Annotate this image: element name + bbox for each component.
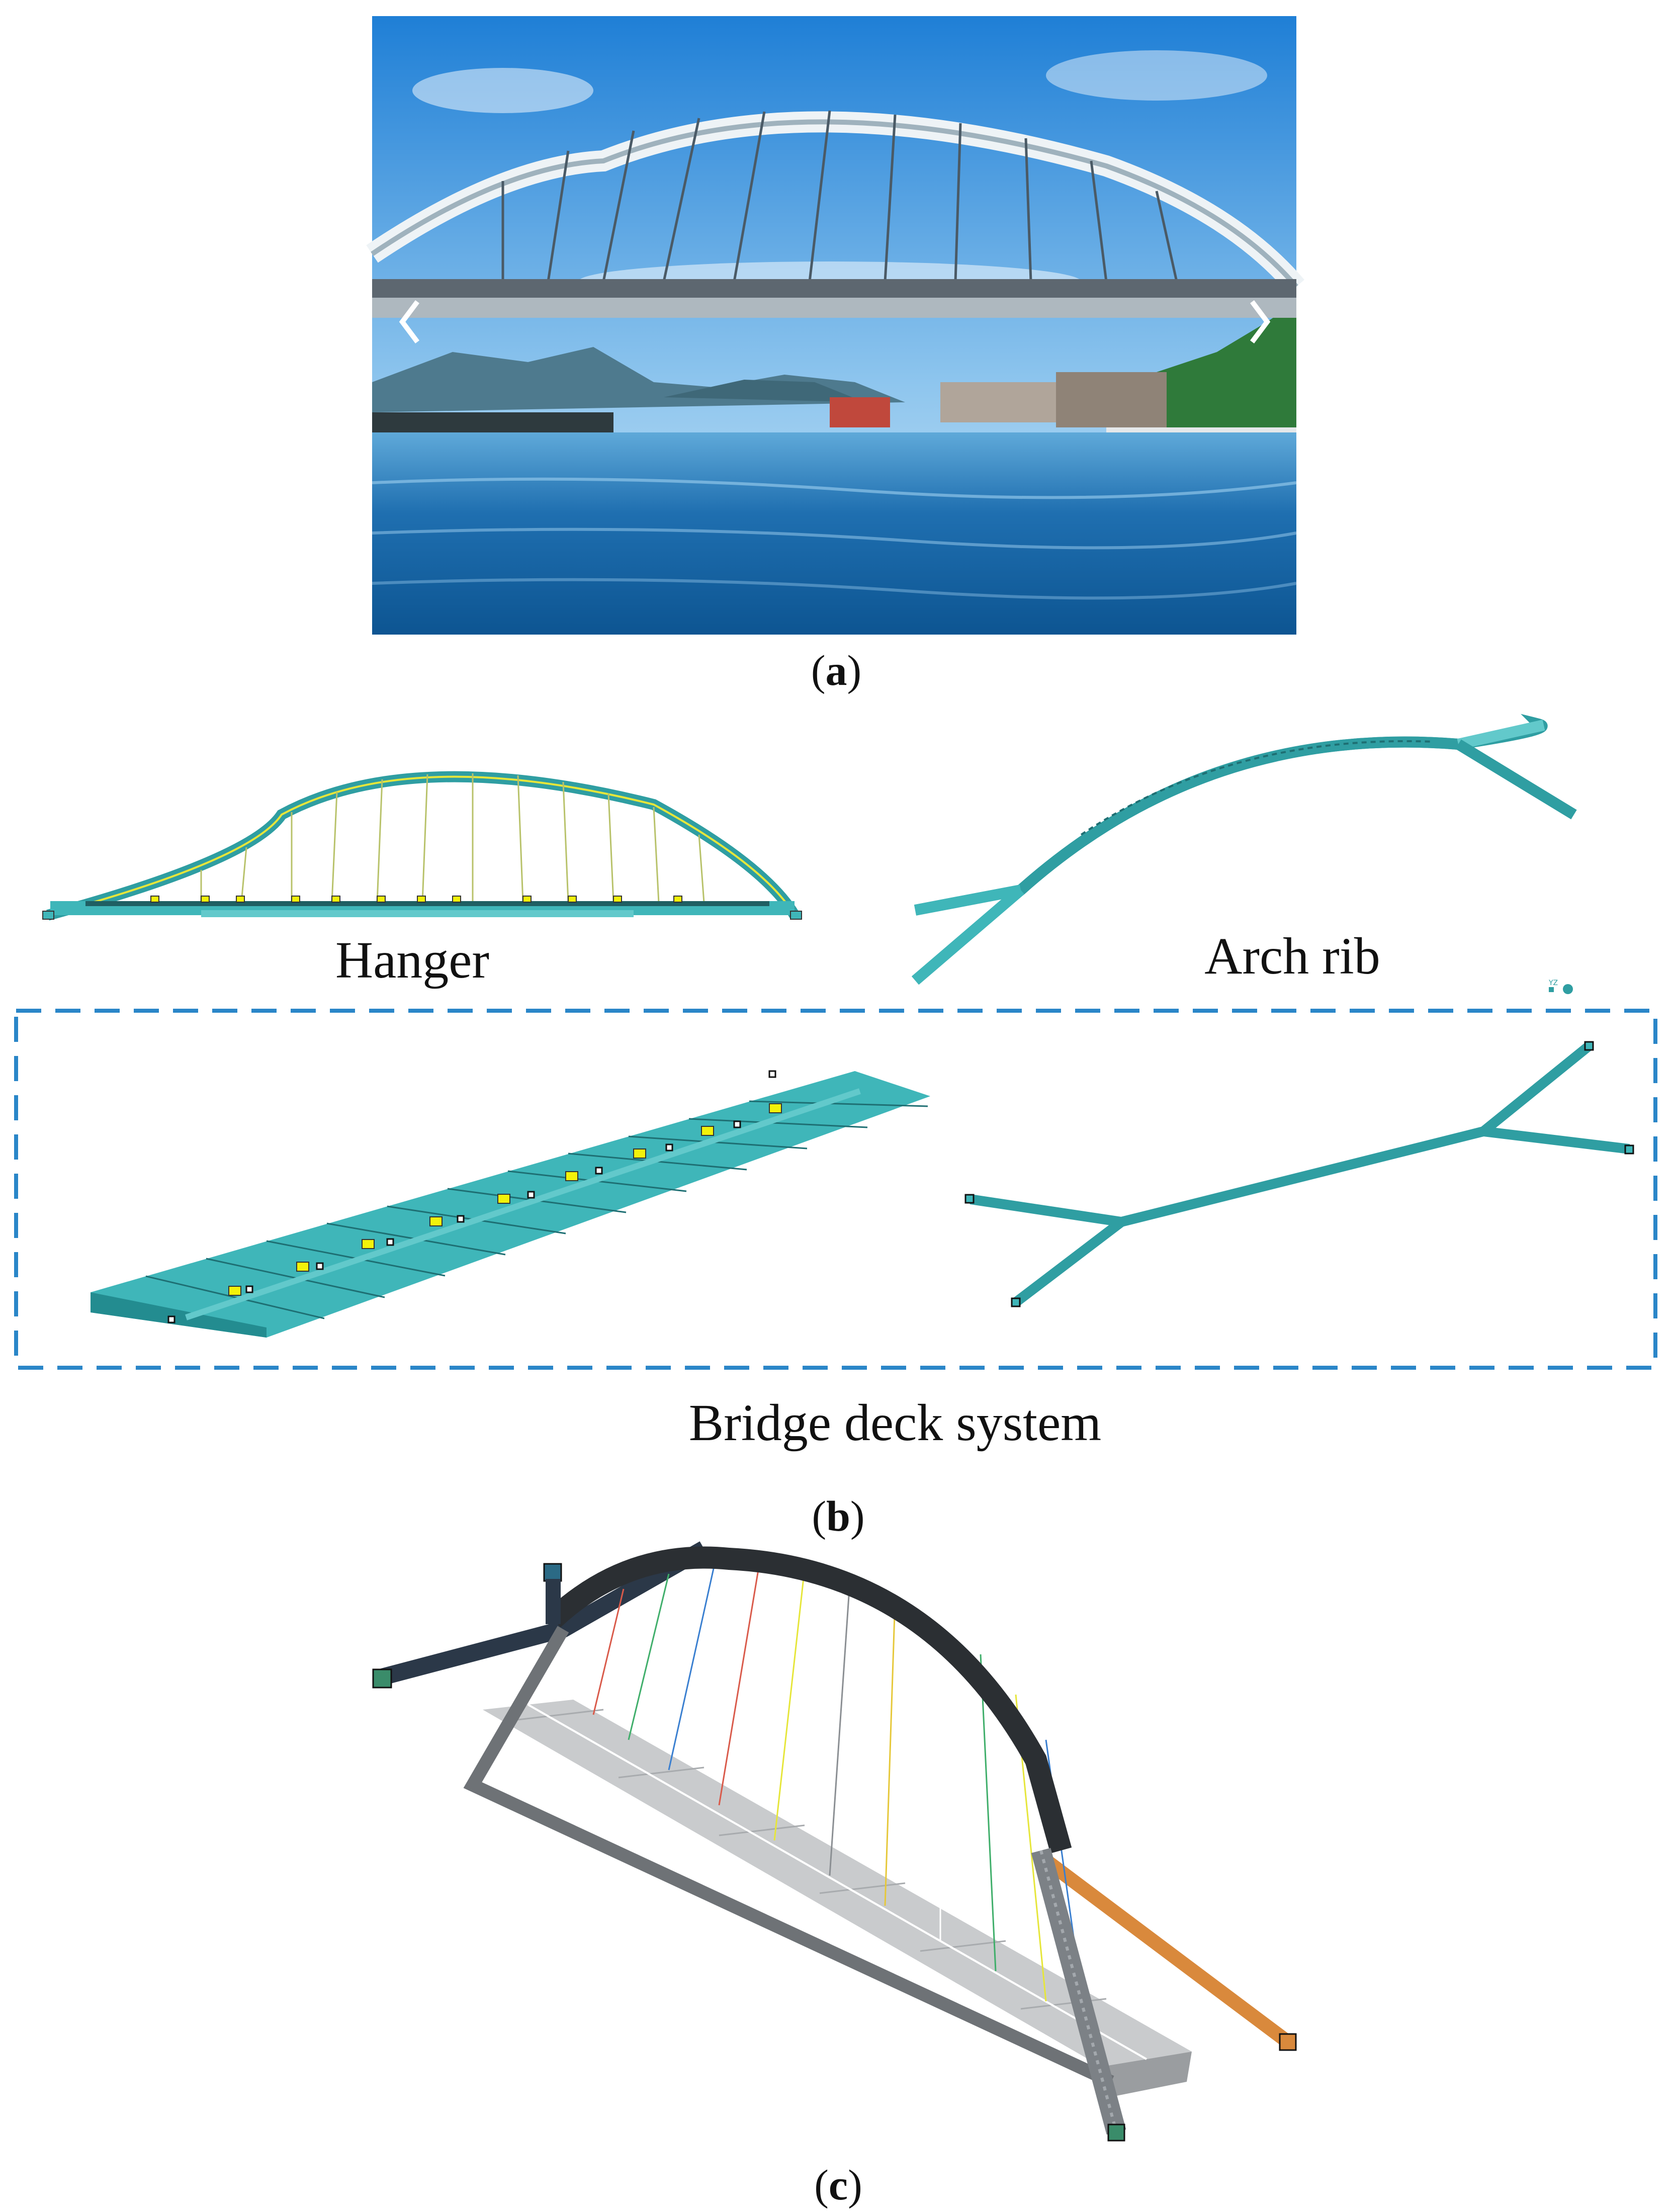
caption-c: (c) (814, 2161, 862, 2209)
full-bridge-model (372, 1541, 1297, 2142)
bridge-photo (366, 16, 1304, 635)
hanger-model (42, 771, 802, 921)
caption-b: (b) (812, 1492, 865, 1540)
label-arch-rib: Arch rib (1204, 927, 1380, 985)
axis-icon: YZ (1548, 979, 1573, 994)
deck-cross-beam-model (964, 1041, 1634, 1307)
svg-text:YZ: YZ (1548, 979, 1558, 987)
arch-rib-model (911, 714, 1577, 985)
deck-slab-model (91, 1070, 930, 1338)
deck-system-frame (14, 1009, 1657, 1370)
caption-a: (a) (811, 646, 862, 694)
label-hanger: Hanger (335, 931, 490, 989)
label-bridge-deck-system: Bridge deck system (688, 1394, 1102, 1452)
